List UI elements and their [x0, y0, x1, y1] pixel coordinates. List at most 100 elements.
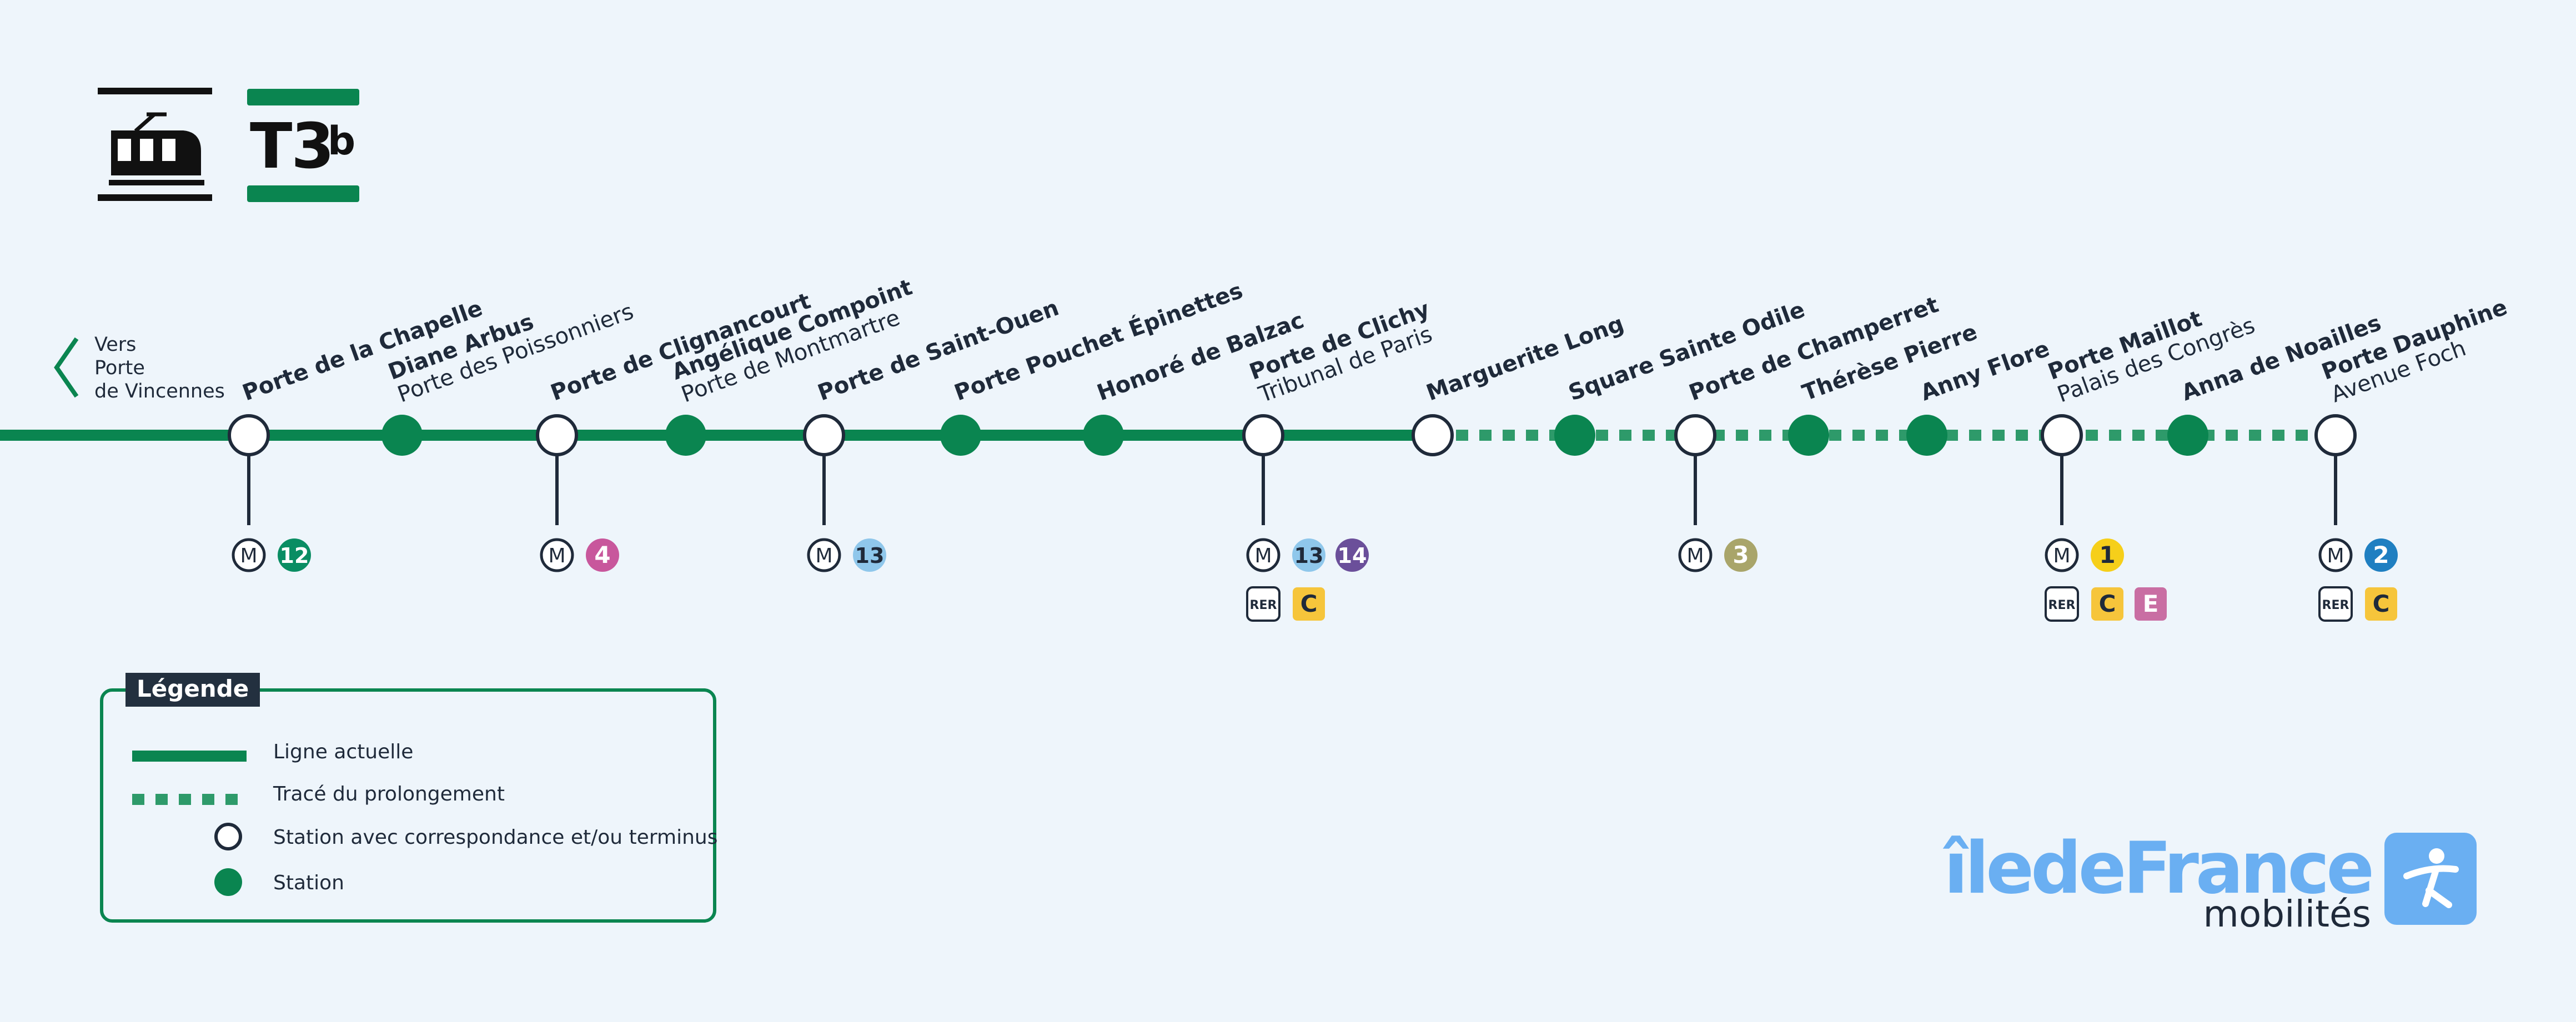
- metro-symbol: M: [2053, 545, 2070, 567]
- connection-station-marker: [1412, 414, 1454, 456]
- metro-connections: M 13: [807, 538, 886, 572]
- rer-symbol: RER: [1250, 598, 1277, 612]
- connection-station-marker: [228, 414, 270, 456]
- metro-symbol: M: [240, 545, 257, 567]
- rer-badge-box: [2365, 587, 2397, 621]
- rer-line-badge-C: C: [1293, 587, 1325, 621]
- rer-icon: [2045, 586, 2079, 622]
- rer-icon: [2318, 586, 2353, 622]
- line-suffix: b: [328, 118, 355, 164]
- metro-line-badge-2: 2: [2364, 538, 2398, 572]
- rer-symbol: RER: [2322, 598, 2349, 612]
- metro-symbol: M: [1686, 545, 1704, 567]
- rer-symbol: RER: [2048, 598, 2076, 612]
- rer-line-number: C: [2099, 590, 2116, 617]
- line-badge: T3 b: [247, 89, 359, 202]
- legend-label: Ligne actuelle: [273, 741, 414, 763]
- metro-badge-disc: [278, 538, 311, 572]
- legend-title: Légende: [125, 673, 260, 707]
- connection-station-marker: [803, 414, 845, 456]
- metro-line-number: 13: [1294, 543, 1324, 568]
- brand-logo: îledeFrance mobilités: [1944, 827, 2477, 935]
- metro-line-badge-4: 4: [586, 538, 619, 572]
- legend-label: Station: [273, 872, 344, 894]
- metro-badge-disc: [1724, 538, 1757, 572]
- rer-line-badge-E: E: [2135, 587, 2167, 621]
- pictogram-walker-icon: [2384, 833, 2477, 925]
- rer-line-badge-C: C: [2091, 587, 2123, 621]
- metro-icon: [1246, 538, 1281, 572]
- station-marker: [1083, 415, 1124, 456]
- metro-line-badge-13: 13: [1292, 538, 1325, 572]
- metro-line-number: 13: [855, 543, 885, 568]
- station-marker: [381, 415, 423, 456]
- legend-item-extension: Tracé du prolongement: [103, 777, 713, 810]
- legend-item-current-line: Ligne actuelle: [103, 735, 713, 768]
- brand-name: îledeFrance: [1944, 827, 2374, 910]
- metro-badge-disc: [853, 538, 886, 572]
- metro-icon: [2045, 538, 2079, 572]
- metro-line-number: 1: [2099, 541, 2115, 568]
- station-marker: [1906, 415, 1947, 456]
- connection-station-marker: [2314, 414, 2357, 456]
- metro-line-number: 12: [280, 543, 309, 568]
- metro-badge-disc: [1335, 538, 1369, 572]
- rer-badge-box: [2091, 587, 2123, 621]
- metro-line-badge-1: 1: [2091, 538, 2124, 572]
- metro-badge-disc: [1292, 538, 1325, 572]
- station-marker: [2167, 415, 2208, 456]
- metro-icon: [1678, 538, 1713, 572]
- metro-symbol: M: [2327, 545, 2344, 567]
- station-marker: [1788, 415, 1829, 456]
- metro-line-number: 3: [1733, 541, 1749, 568]
- metro-badge-disc: [2364, 538, 2398, 572]
- station-marker: [940, 415, 981, 456]
- rer-line-badge-C: C: [2365, 587, 2397, 621]
- filled-circle-symbol: [214, 868, 242, 896]
- legend-label: Tracé du prolongement: [273, 783, 505, 805]
- metro-connections: M 13 14: [1246, 538, 1369, 572]
- metro-line-number: 14: [1338, 543, 1367, 568]
- tram-icon: [98, 88, 212, 201]
- metro-symbol: M: [815, 545, 832, 567]
- station-marker: [1554, 415, 1595, 456]
- rer-badge-box: [1293, 587, 1325, 621]
- dashed-line-symbol: [132, 794, 247, 805]
- connection-station-marker: [1242, 414, 1284, 456]
- metro-connections: M 12: [232, 538, 311, 572]
- station-marker: [665, 415, 706, 456]
- chevron-left-icon: [54, 337, 79, 398]
- line-name: T3: [250, 110, 333, 183]
- direction-line-3: de Vincennes: [94, 380, 225, 402]
- solid-line-symbol: [132, 751, 247, 762]
- metro-line-number: 2: [2373, 541, 2389, 568]
- metro-line-number: 4: [594, 541, 610, 568]
- rer-line-number: C: [1300, 590, 1318, 617]
- metro-symbol: M: [548, 545, 565, 567]
- connection-station-marker: [2041, 414, 2083, 456]
- connection-station-marker: [536, 414, 578, 456]
- metro-icon: [540, 538, 574, 572]
- metro-badge-disc: [2091, 538, 2124, 572]
- metro-line-badge-13: 13: [853, 538, 886, 572]
- legend-item-connection: Station avec correspondance et/ou termin…: [103, 820, 717, 854]
- legend-item-station: Station: [103, 866, 713, 899]
- rer-badge-box: [2135, 587, 2167, 621]
- rer-connections: RER C: [2318, 586, 2397, 622]
- rer-line-number: C: [2373, 590, 2390, 617]
- direction-line-1: Vers: [94, 334, 136, 356]
- metro-symbol: M: [1254, 545, 1272, 567]
- metro-line-badge-14: 14: [1335, 538, 1369, 572]
- open-circle-symbol: [214, 823, 242, 850]
- connection-station-marker: [1674, 414, 1716, 456]
